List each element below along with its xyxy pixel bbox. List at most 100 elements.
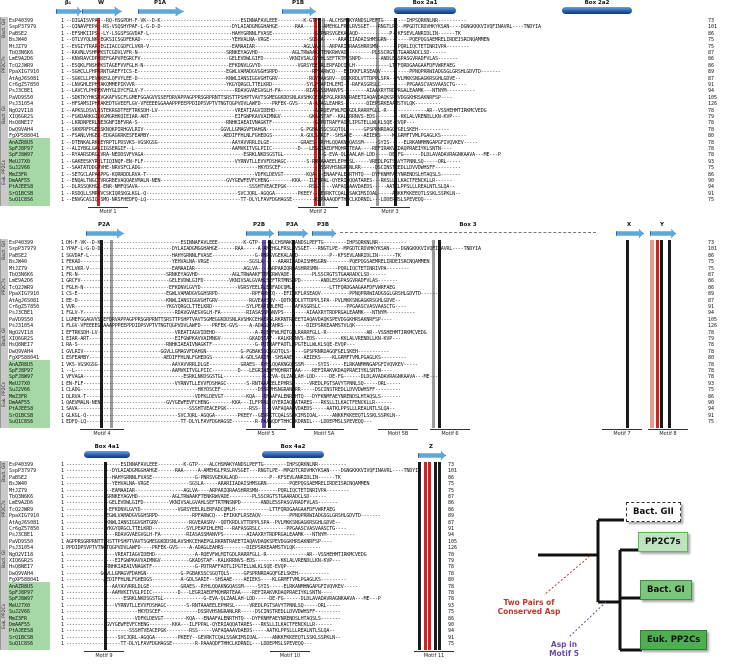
sequence-name: AtAgJ6S081	[9, 75, 40, 82]
sequence-start: 1	[60, 30, 64, 37]
sequence-start: 1	[60, 500, 64, 507]
sequence-end: 101	[708, 246, 718, 253]
sequence-name: LmE9A2D6	[9, 56, 34, 63]
sequence-end: 73	[448, 462, 455, 468]
secondary-structure-row-1: β₁ W P1A P1B Box 2a1 Box 2a2	[0, 0, 732, 16]
alignment-panel-2: P2A P2B P3A P3B Box 3 X Y Bact. GII PP2C…	[0, 222, 732, 440]
sequence-name: SpFJ8P97	[9, 146, 34, 152]
sequence-start: 1	[60, 284, 64, 291]
sequence-name: SspP37979	[9, 24, 37, 31]
sequence-end: 89	[708, 291, 715, 298]
sequence-residues: --LKRDNPERLNE3GNFIBFVRA-S---------------…	[66, 120, 415, 127]
alignment-row: MmZ3FR1--SETGCLAPAAPPG-KQRRDDLRVA-T-----…	[0, 616, 732, 623]
sequence-residues: --ESQKLFNSHPKSTAGEFVVFGLH-N-------------…	[66, 284, 395, 291]
alignment-row: PsJ310541--HFSAMSIPHPAKEDTGVEEFLGV-VFEEE…	[0, 323, 732, 330]
sequence-name: FgXP588041	[9, 133, 40, 140]
sequence-residues: --DLRSSQKHGL-ENR-NMFQSAVA---------------…	[66, 628, 335, 635]
alignment-row: PpaXIG79101--SGHCLLPHPKRNTGAEFYICS-E----…	[0, 291, 732, 298]
sequence-name: TbQ3N6K6	[9, 272, 34, 278]
alignment-row: HsQ8NEI71--LKRDNPERLNE3GNFIBFVRA-S------…	[0, 564, 732, 571]
sequence-name: LmE9A2D6	[9, 500, 34, 507]
sequence-residues: --DTENKALRKBEYRPTLPDSVKS-VGSKGSG--------…	[66, 139, 478, 146]
sequence-end: 94	[708, 406, 715, 413]
sequence-end: 90	[708, 400, 715, 406]
alignment-row: SuQ1C8S61--ENVGCASIQ-SMQ-NRSFHEDFQ-LQ---…	[0, 641, 732, 648]
sequence-start: 1	[60, 400, 64, 406]
strand-beta1: β₁	[56, 0, 82, 16]
sequence-start: 1	[60, 101, 64, 108]
sequence-end: 90	[708, 178, 715, 184]
motif-label: Motif 7	[602, 429, 642, 437]
sequence-residues: --HFSAMSIPHPAKEDTGVEEFLGV-VFEEEEGGAAAPPP…	[66, 101, 441, 108]
conserved-column	[428, 462, 431, 650]
strand-z: Z	[418, 444, 446, 460]
sequence-name: PaBSE2	[9, 474, 28, 481]
conserved-column	[110, 240, 113, 428]
sequence-name: TcQ2JWR9	[9, 62, 34, 69]
sequence-end: 86	[708, 30, 715, 37]
sequence-name: PsJ31054	[9, 545, 34, 552]
conserved-column	[100, 240, 103, 428]
sequence-residues: --RSDQLLSMRVVCSKIQRSKGLKGL-Q------------…	[66, 190, 461, 197]
sequence-name: PpaXIG7910	[9, 513, 40, 520]
strand-p1a: P1A	[138, 0, 184, 16]
sequence-end: 78	[708, 342, 715, 349]
sequence-start: 1	[60, 564, 64, 571]
sequence-residues: --LAVCYLPHPEKVHYGLDYCFGLV-Y-------------…	[66, 310, 416, 317]
conserved-column	[438, 462, 441, 650]
sequence-end: 78	[708, 120, 715, 127]
sequence-name: AnAZR8U5	[9, 139, 34, 146]
sequence-residues: --RAVNLVSHMPKSTCGDVLVFR-N---------------…	[66, 50, 447, 56]
sequence-start: 1	[60, 336, 64, 342]
sequence-residues: --SGHCLLPHPKRNTGAEFYICS-E---------------…	[66, 513, 381, 520]
tree-leaf-euk-pp2cs: Euk. PP2Cs	[640, 630, 708, 650]
sequence-end: 73	[708, 240, 715, 246]
sequence-end: 87	[708, 272, 715, 278]
alignment-row: MtJZ791--EVGIYTRAR-EGIIACCGDFCLVKR-V----…	[0, 266, 732, 273]
sequence-end: 79	[708, 336, 715, 342]
alignment-row: TcQ2JWR91--ESQKLFNSHPKSTAGEFVVFGLH-N----…	[0, 507, 732, 514]
alignment-row: SpFJ8P971--ALIYBGLGALIIGSERGIF--L-------…	[0, 368, 732, 375]
sequence-residues: --ENQALTNGCTVRGRBEVAQQAEVMALN-NEN-------…	[66, 400, 393, 406]
sequence-residues: --LNVGHLEPHTAKQMMEPIKVVR----------------…	[66, 304, 407, 310]
sequence-end: 94	[708, 88, 715, 95]
sequence-name: NgO2VI18	[9, 329, 34, 336]
sequence-start: 1	[60, 246, 64, 253]
loop-box3: Box 3	[340, 222, 596, 238]
sequence-residues: --EFSHKIIPS--LY-LSGSFSGVDAF-L-----------…	[66, 252, 401, 259]
sequence-start: 1	[60, 291, 64, 298]
sequence-name: PaVD9S50	[9, 94, 34, 101]
sequence-residues: --SGHCLLPHPKRNTGAEFYICS-E---------------…	[66, 291, 441, 298]
sequence-start: 1	[60, 323, 64, 330]
sequence-name: TbQ3N6K6	[9, 50, 34, 56]
alignment-row: DwQ9VAH41--SKKPRFPGERSKNQKPIRHGVLRIV----…	[0, 571, 732, 578]
sequence-residues: --DIGAISVPA---RQ-HSGPDH-F-VK--D-K-------…	[66, 240, 407, 246]
sequence-name: SuJ2V66	[9, 609, 31, 616]
sequence-name: MtJZ79	[9, 487, 28, 494]
sequence-name: NgO2VI18	[9, 107, 34, 114]
sequence-start: 1	[60, 513, 64, 520]
sequence-name: SpFJ8P97	[9, 590, 34, 596]
sequence-start: 1	[60, 487, 64, 494]
alignment-row: FgXP5880411--FSANLVHGEL-EDGAGKRKESFEAMBY…	[0, 577, 732, 584]
sequence-end: 86	[448, 615, 455, 622]
sequence-start: 1	[60, 368, 64, 374]
conserved-column	[432, 240, 435, 428]
sequence-start: 1	[60, 126, 64, 133]
sequence-name: BsJW40	[9, 37, 28, 44]
helix-box2a2: Box 2a2	[562, 0, 632, 16]
sequence-residues: --GAKEESKYRYLTIQINQF-EN-FLF-------------…	[66, 380, 401, 387]
alignment-row: EsP403991--DIGAISVPA---RQ-HSGPDH-F-VK--D…	[0, 240, 732, 247]
sequence-start: 1	[60, 615, 64, 622]
sequence-name: SuQ1C8S6	[9, 641, 34, 648]
sequence-name: SuQ1C8S6	[9, 197, 34, 204]
motif-label: Motif 5A	[304, 429, 344, 437]
sequence-start: 1	[60, 361, 64, 368]
sequence-start: 1	[60, 278, 64, 285]
